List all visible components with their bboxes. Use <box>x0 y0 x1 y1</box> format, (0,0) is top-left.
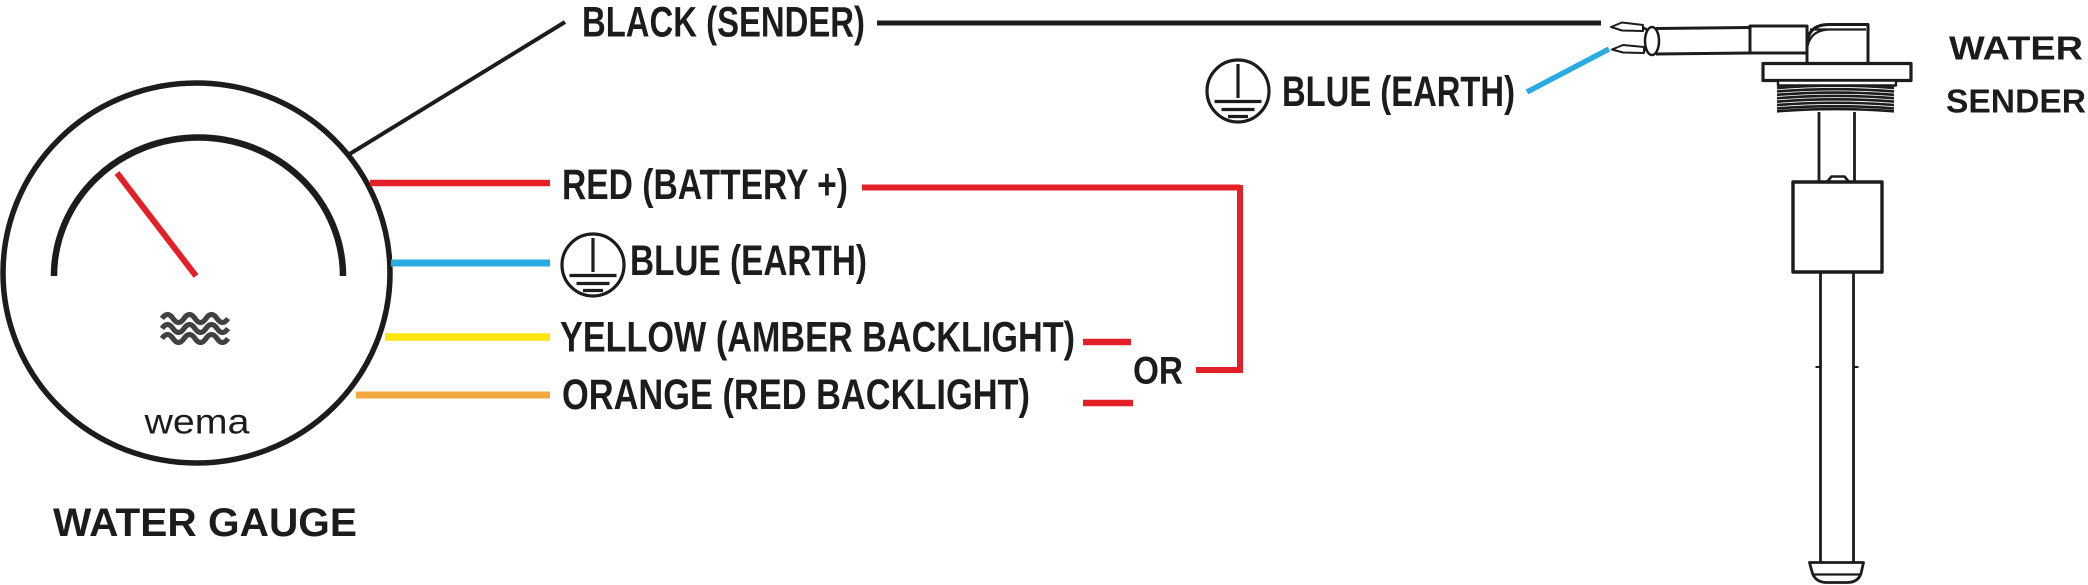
black-wire-diagonal <box>346 20 567 157</box>
thread-line <box>1776 84 1895 90</box>
earth-ground-icon-sender <box>1205 58 1271 124</box>
black-wire-label: BLACK (SENDER) <box>582 0 865 47</box>
thread-line <box>1776 107 1895 113</box>
gauge-dial-arc <box>50 134 347 277</box>
thread-line <box>1776 98 1895 103</box>
yellow-wire-label: YELLOW (AMBER BACKLIGHT) <box>560 314 1075 362</box>
red-wire-label: RED (BATTERY +) <box>562 161 848 209</box>
earth-ground-icon-gauge <box>560 232 626 298</box>
thread-line <box>1776 104 1895 110</box>
water-sender <box>1610 21 1913 584</box>
wire-black-sender <box>346 20 1601 157</box>
sender-flange <box>1761 61 1913 83</box>
sender-terminal-pin-upper <box>1610 21 1644 32</box>
orange-wire-label: ORANGE (RED BACKLIGHT) <box>562 371 1030 419</box>
sender-elbow-bend <box>1805 28 1828 51</box>
earth-icon-ring <box>560 232 626 298</box>
blue-earth-label-sender: BLUE (EARTH) <box>1282 68 1515 116</box>
gauge-brand-label: wema <box>143 403 250 442</box>
blue-earth-label-gauge: BLUE (EARTH) <box>630 237 867 285</box>
wave-line <box>159 321 231 336</box>
water-sender-title-line2: SENDER <box>1946 83 2086 120</box>
wave-line <box>159 311 231 326</box>
sender-float <box>1791 180 1884 274</box>
wave-line <box>159 331 231 346</box>
or-label: OR <box>1133 350 1183 393</box>
gauge-needle <box>114 171 199 278</box>
water-gauge-title: WATER GAUGE <box>53 501 357 545</box>
water-sender-title-line1: WATER <box>1949 30 2083 67</box>
blue-wire-diagonal <box>1525 46 1611 95</box>
thread-line <box>1776 91 1895 97</box>
thread-line <box>1776 87 1895 93</box>
sender-terminal-pin-lower <box>1611 44 1645 54</box>
wire-red-battery <box>370 179 1243 407</box>
sender-cable-top <box>1655 26 1751 30</box>
thread-line <box>1776 94 1895 100</box>
water-waves-icon <box>159 311 231 346</box>
sender-cable-bottom <box>1655 51 1751 56</box>
sender-threads <box>1776 84 1895 113</box>
sender-end-cap <box>1808 561 1865 584</box>
sender-cable-gland <box>1748 24 1809 55</box>
sender-cable-end <box>1643 25 1661 57</box>
thread-line <box>1776 101 1895 107</box>
earth-icon-ring <box>1205 58 1271 124</box>
water-gauge: wema WATER GAUGE <box>0 80 393 545</box>
